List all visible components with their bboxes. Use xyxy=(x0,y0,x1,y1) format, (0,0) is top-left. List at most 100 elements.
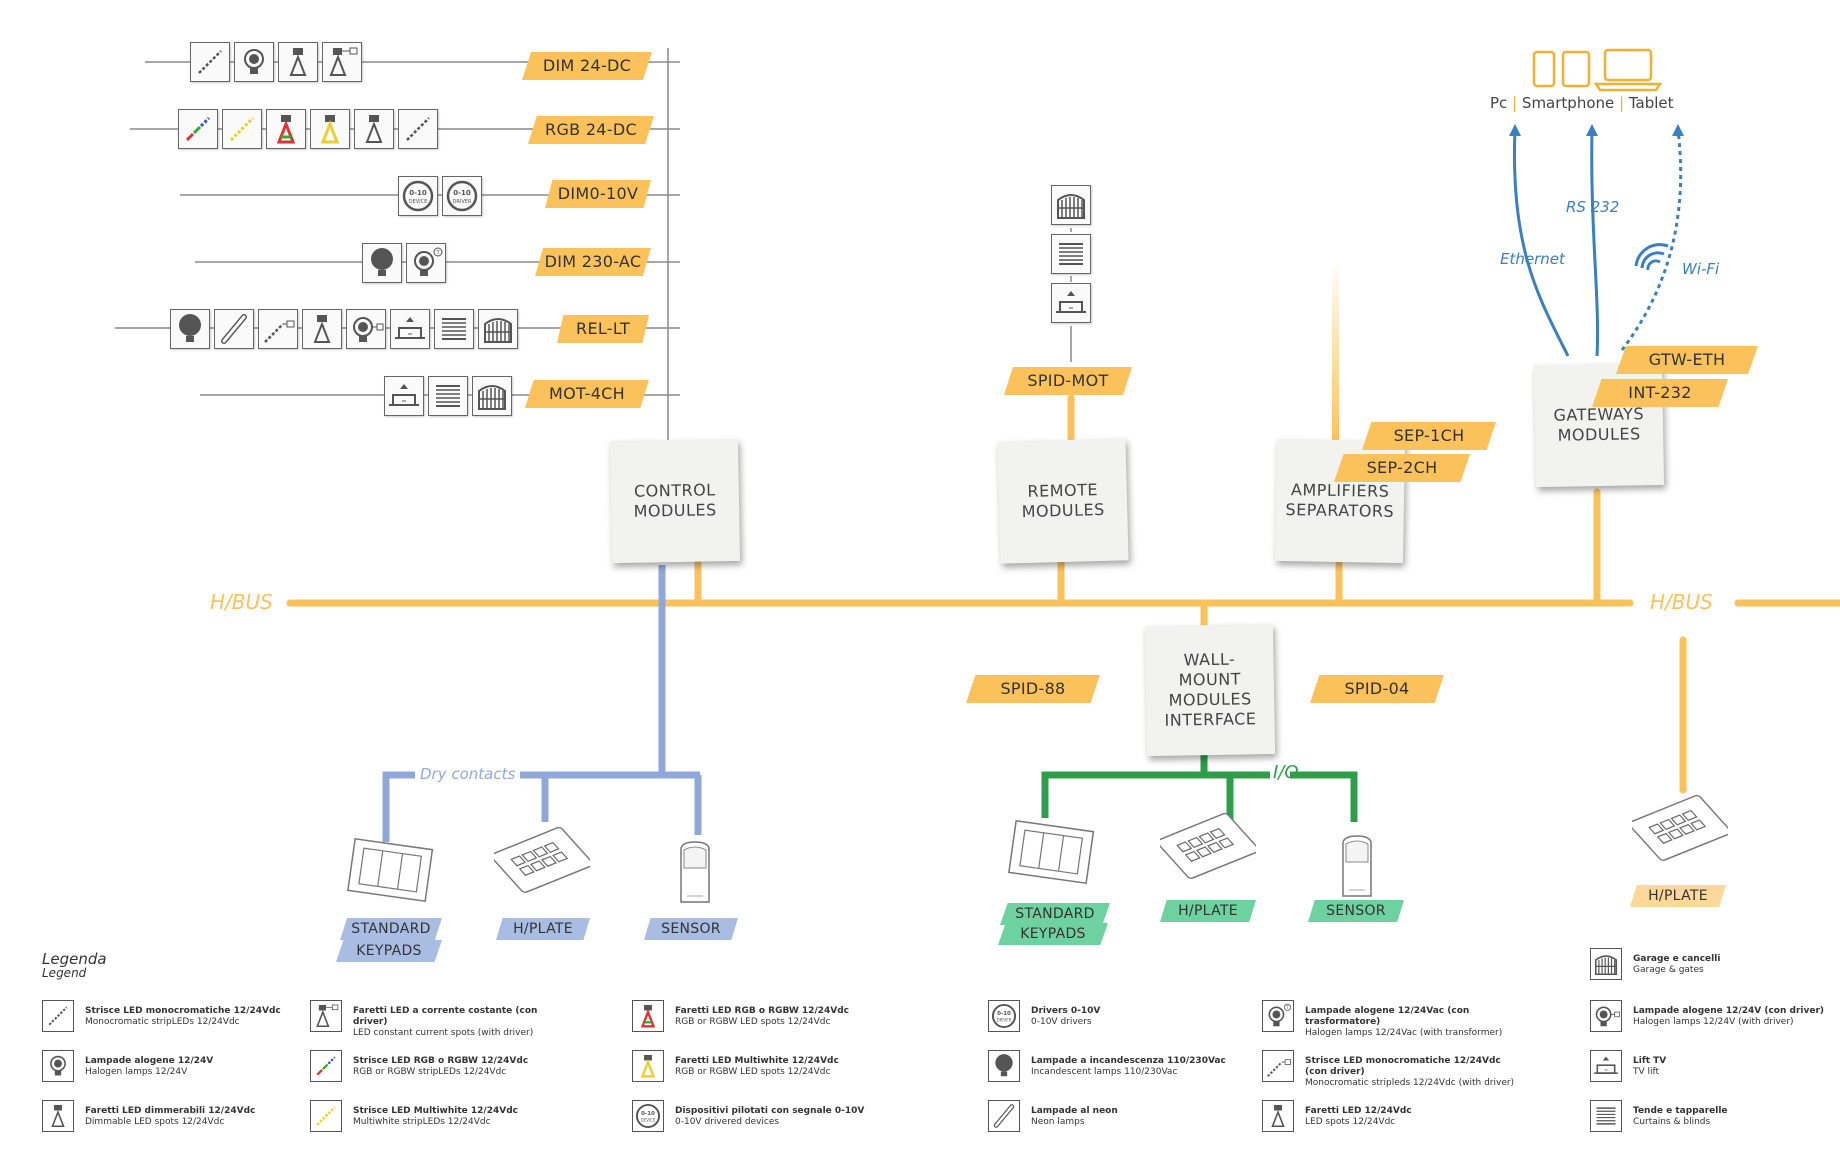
legend-text-it: Lampade a incandescenza 110/230Vac xyxy=(1031,1056,1226,1066)
halogen-transformer-icon: T xyxy=(1262,1000,1294,1032)
neon-lamp-icon xyxy=(988,1100,1020,1132)
hbus-left-label: H/BUS xyxy=(210,590,273,614)
svg-text:0-10: 0-10 xyxy=(997,1011,1011,1017)
tag-rel-lt[interactable]: REL-LT xyxy=(557,315,649,343)
legend-text: Strisce LED monocromatiche 12/24Vdc (con… xyxy=(1305,1056,1525,1089)
tag-dim0-10v[interactable]: DIM0-10V xyxy=(545,180,651,208)
legend-text-en: Halogen lamps 12/24Vac (with transformer… xyxy=(1305,1028,1503,1038)
tag-dim-230-ac[interactable]: DIM 230-AC xyxy=(535,248,651,276)
tv-lift-icon xyxy=(384,376,424,416)
separator: | xyxy=(1512,94,1518,112)
tag-sep-2ch[interactable]: SEP-2CH xyxy=(1334,454,1470,482)
ethernet-arrowhead xyxy=(1509,124,1521,136)
multiwhite-strip-icon xyxy=(222,109,262,149)
led-constant-spot-icon xyxy=(310,1000,342,1032)
legend-text-en: Halogen lamps 12/24V (with driver) xyxy=(1633,1017,1794,1027)
legend-text: Faretti LED a corrente costante (con dri… xyxy=(353,1006,573,1039)
wall-mount-modules-interface[interactable]: WALL-MOUNT MODULES INTERFACE xyxy=(1144,623,1276,757)
legend-text-en: Halogen lamps 12/24V xyxy=(85,1067,188,1077)
legend-text-it: Strisce LED Multiwhite 12/24Vdc xyxy=(353,1106,518,1116)
tag-io-standard-keypads-2[interactable]: KEYPADS xyxy=(998,923,1108,945)
dimmable-spot-icon xyxy=(1262,1100,1294,1132)
io-standard-keypad[interactable] xyxy=(1006,818,1096,892)
rgb-spot-icon xyxy=(632,1000,664,1032)
tag-spid-mot[interactable]: SPID-MOT xyxy=(1004,367,1132,395)
tag-spid-88[interactable]: SPID-88 xyxy=(966,675,1100,703)
legend-text-en: 0-10V drivered devices xyxy=(675,1117,780,1127)
legend-text-en: Curtains & blinds xyxy=(1633,1117,1711,1127)
tag-dry-standard-keypads-1[interactable]: STANDARD xyxy=(340,918,442,940)
dry-hplate[interactable] xyxy=(490,826,594,900)
legend-text-en: TV lift xyxy=(1633,1067,1660,1077)
tv-lift-icon xyxy=(390,309,430,349)
legend-text-en: LED constant current spots (with driver) xyxy=(353,1028,534,1038)
legend-text-it: Strisce LED RGB o RGBW 12/24Vdc xyxy=(353,1056,529,1066)
control-modules[interactable]: CONTROL MODULES xyxy=(609,438,741,564)
legend-text-en: Dimmable LED spots 12/24Vdc xyxy=(85,1117,225,1127)
dry-sensor[interactable] xyxy=(675,838,715,912)
tag-dry-standard-keypads-2[interactable]: KEYPADS xyxy=(336,940,442,962)
wall-mount-label: WALL-MOUNT MODULES INTERFACE xyxy=(1164,649,1257,730)
led-constant-spot-icon xyxy=(322,42,362,82)
remote-modules-label: REMOTE MODULES xyxy=(1021,480,1106,522)
io-label: I/O xyxy=(1273,762,1299,783)
label-smartphone: Smartphone xyxy=(1521,94,1615,112)
tag-rgb-24-dc[interactable]: RGB 24-DC xyxy=(528,116,654,144)
incandescent-lamp-icon xyxy=(362,243,402,283)
legend-text-en: Neon lamps xyxy=(1031,1117,1085,1127)
tag-dim-24-dc[interactable]: DIM 24-DC xyxy=(522,52,652,80)
legend-text: Lampade alogene 12/24V Halogen lamps 12/… xyxy=(85,1056,305,1078)
curtains-icon xyxy=(428,376,468,416)
wifi-arrowhead xyxy=(1672,124,1684,136)
tag-int-232[interactable]: INT-232 xyxy=(1592,379,1728,407)
tv-lift-icon xyxy=(1590,1050,1622,1082)
rs232-arrowhead xyxy=(1586,124,1598,136)
io-hplate[interactable] xyxy=(1156,812,1260,886)
led-strip-icon xyxy=(190,42,230,82)
gateways-modules-label: GATEWAYS MODULES xyxy=(1553,404,1645,445)
standalone-hplate[interactable] xyxy=(1628,794,1732,868)
legend-text-it: Dispositivi pilotati con segnale 0-10V xyxy=(675,1106,865,1116)
io-sensor[interactable] xyxy=(1337,832,1377,906)
halogen-driver-icon xyxy=(1590,1000,1622,1032)
dimmable-spot-icon xyxy=(42,1100,74,1132)
tag-spid-04[interactable]: SPID-04 xyxy=(1310,675,1444,703)
tag-gtw-eth[interactable]: GTW-ETH xyxy=(1616,346,1758,374)
incandescent-lamp-icon xyxy=(988,1050,1020,1082)
legend-text: Lift TV TV lift xyxy=(1633,1056,1840,1078)
tag-standalone-hplate[interactable]: H/PLATE xyxy=(1630,885,1726,907)
legend-text-it: Faretti LED RGB o RGBW 12/24Vdc xyxy=(675,1006,849,1016)
remote-modules[interactable]: REMOTE MODULES xyxy=(997,438,1129,564)
tag-dry-sensor[interactable]: SENSOR xyxy=(644,918,738,940)
legend-text: Tende e tapparelle Curtains & blinds xyxy=(1633,1106,1840,1128)
tag-dry-hplate[interactable]: H/PLATE xyxy=(496,918,590,940)
tag-io-sensor[interactable]: SENSOR xyxy=(1308,900,1404,922)
svg-text:0-10: 0-10 xyxy=(409,189,427,197)
tag-mot-4ch[interactable]: MOT-4CH xyxy=(525,380,649,408)
legend-text: Lampade a incandescenza 110/230Vac Incan… xyxy=(1031,1056,1251,1078)
legend-title-en: Legend xyxy=(42,966,87,980)
legend-text-it: Faretti LED 12/24Vdc xyxy=(1305,1106,1412,1116)
multiwhite-strip-icon xyxy=(310,1100,342,1132)
tv-lift-icon xyxy=(1051,283,1091,323)
curtains-icon xyxy=(434,309,474,349)
svg-text:0-10: 0-10 xyxy=(453,189,471,197)
multiwhite-spot-icon xyxy=(632,1050,664,1082)
legend-text-en: RGB or RGBW LED spots 12/24Vdc xyxy=(675,1067,831,1077)
legend-text: Lampade alogene 12/24Vac (con trasformat… xyxy=(1305,1006,1525,1039)
legend-title-it: Legenda xyxy=(42,950,107,968)
legend-text-it: Lampade alogene 12/24V (con driver) xyxy=(1633,1006,1825,1016)
tag-io-standard-keypads-1[interactable]: STANDARD xyxy=(1000,903,1110,925)
tag-io-hplate[interactable]: H/PLATE xyxy=(1160,900,1256,922)
dry-standard-keypad[interactable] xyxy=(345,836,435,910)
dimmable-spot-icon xyxy=(278,42,318,82)
legend-text-it: Faretti LED Multiwhite 12/24Vdc xyxy=(675,1056,839,1066)
legend-text: Garage e cancelli Garage & gates xyxy=(1633,954,1840,976)
legend-text: Strisce LED RGB o RGBW 12/24Vdc RGB or R… xyxy=(353,1056,573,1078)
halogen-driver-icon xyxy=(346,309,386,349)
garage-gate-icon xyxy=(478,309,518,349)
tag-sep-1ch[interactable]: SEP-1CH xyxy=(1362,422,1496,450)
curtains-icon xyxy=(1051,234,1091,274)
legend-text-it: Garage e cancelli xyxy=(1633,954,1721,964)
